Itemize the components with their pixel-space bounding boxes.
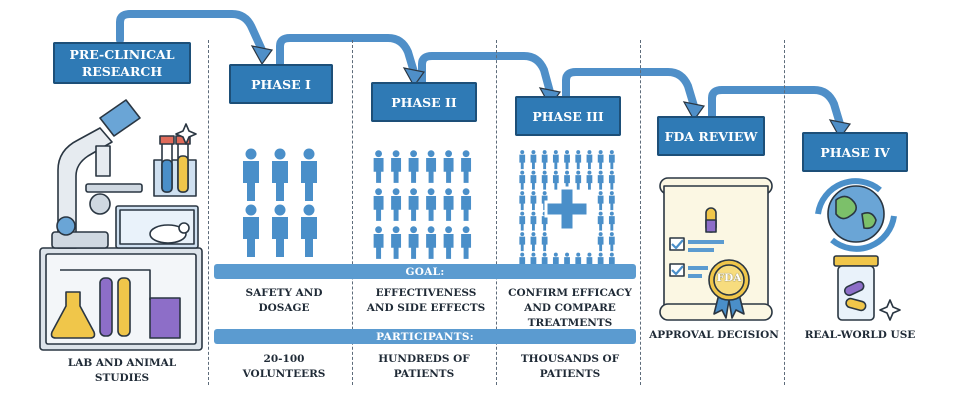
person-icon bbox=[597, 191, 604, 211]
divider-4 bbox=[640, 40, 641, 385]
phase3-goal: CONFIRM EFFICACY AND COMPARE TREATMENTS bbox=[508, 287, 632, 329]
fda-badge-text: FDA bbox=[716, 272, 742, 284]
stage-title-phase1: PHASE I bbox=[229, 64, 333, 104]
person-icon bbox=[541, 232, 548, 252]
person-icon bbox=[443, 226, 454, 259]
goal-band-label: GOAL: bbox=[405, 265, 445, 278]
stage-title-text: FDA REVIEW bbox=[664, 128, 758, 144]
person-icon bbox=[597, 150, 604, 170]
participants-band-label: PARTICIPANTS: bbox=[376, 330, 474, 343]
participants-band: PARTICIPANTS: bbox=[214, 329, 636, 344]
person-icon bbox=[519, 211, 526, 231]
person-icon bbox=[608, 170, 615, 190]
phase1-participants: 20-100 VOLUNTEERS bbox=[242, 353, 326, 380]
stage-title-fda: FDA REVIEW bbox=[657, 116, 765, 156]
person-icon bbox=[530, 150, 537, 170]
fda-label: APPROVAL DECISION bbox=[649, 329, 779, 341]
stage-title-phase3: PHASE III bbox=[515, 96, 621, 136]
stage-title-text: PRE-CLINICAL RESEARCH bbox=[69, 47, 175, 79]
person-icon bbox=[530, 232, 537, 252]
phase2-participants: HUNDREDS OF PATIENTS bbox=[378, 353, 470, 380]
person-icon bbox=[608, 150, 615, 170]
stage-title-text: PHASE II bbox=[391, 94, 457, 110]
stage-title-text: PHASE III bbox=[532, 108, 604, 124]
person-icon bbox=[391, 226, 402, 259]
person-icon bbox=[391, 150, 402, 183]
stage-title-text: PHASE IV bbox=[820, 144, 890, 160]
person-icon bbox=[373, 188, 384, 221]
phase1-goal: SAFETY AND DOSAGE bbox=[245, 287, 323, 314]
person-icon bbox=[519, 191, 526, 211]
preclinical-label: LAB AND ANIMAL STUDIES bbox=[67, 357, 177, 384]
person-icon bbox=[408, 188, 419, 221]
person-icon bbox=[530, 211, 537, 231]
person-icon bbox=[530, 170, 537, 190]
fda-document-illustration bbox=[659, 177, 773, 321]
arrow-fda-to-phase4 bbox=[708, 86, 844, 128]
phase4-label: REAL-WORLD USE bbox=[804, 329, 916, 341]
person-icon bbox=[373, 226, 384, 259]
person-icon bbox=[575, 150, 582, 170]
phase1-people-icons bbox=[243, 148, 317, 257]
divider-2 bbox=[352, 40, 353, 385]
stage-title-text: PHASE I bbox=[251, 76, 311, 92]
person-icon bbox=[552, 150, 559, 170]
stage-title-phase4: PHASE IV bbox=[802, 132, 908, 172]
person-icon bbox=[426, 188, 437, 221]
person-icon bbox=[373, 150, 384, 183]
arrow-phase1-to-phase2 bbox=[276, 34, 418, 76]
person-icon bbox=[519, 232, 526, 252]
person-icon bbox=[461, 150, 472, 183]
stage-title-phase2: PHASE II bbox=[371, 82, 477, 122]
person-icon bbox=[541, 170, 548, 190]
person-icon bbox=[597, 170, 604, 190]
globe-pills-illustration bbox=[815, 178, 901, 321]
person-icon bbox=[608, 211, 615, 231]
divider-3 bbox=[496, 40, 497, 385]
person-icon bbox=[564, 170, 570, 190]
person-icon bbox=[391, 188, 402, 221]
person-icon bbox=[461, 226, 472, 259]
person-icon bbox=[530, 191, 537, 211]
person-icon bbox=[552, 170, 559, 190]
person-icon bbox=[408, 226, 419, 259]
person-icon bbox=[597, 232, 604, 252]
person-icon bbox=[575, 170, 582, 190]
person-icon bbox=[461, 188, 472, 221]
person-icon bbox=[443, 188, 454, 221]
phase2-goal: EFFECTIVENESS AND SIDE EFFECTS bbox=[366, 287, 486, 314]
person-icon bbox=[519, 150, 526, 170]
phase3-participants: THOUSANDS OF PATIENTS bbox=[520, 353, 620, 380]
plus-icon bbox=[544, 186, 590, 232]
person-icon bbox=[519, 170, 526, 190]
person-icon bbox=[541, 150, 548, 170]
goal-band: GOAL: bbox=[214, 264, 636, 279]
divider-5 bbox=[784, 40, 785, 385]
person-icon bbox=[586, 150, 593, 170]
phase2-people-icons bbox=[373, 150, 472, 259]
stage-title-preclinical: PRE-CLINICAL RESEARCH bbox=[53, 42, 191, 84]
person-icon bbox=[597, 211, 604, 231]
person-icon bbox=[443, 150, 454, 183]
arrow-phase2-to-phase3 bbox=[418, 52, 554, 96]
person-icon bbox=[564, 150, 570, 170]
divider-1 bbox=[208, 40, 209, 385]
person-icon bbox=[586, 170, 593, 190]
person-icon bbox=[608, 232, 615, 252]
lab-illustration bbox=[39, 99, 203, 351]
person-icon bbox=[408, 150, 419, 183]
person-icon bbox=[426, 226, 437, 259]
arrow-phase3-to-fda bbox=[562, 68, 698, 110]
arrow-preclinical-to-phase1 bbox=[116, 10, 266, 54]
person-icon bbox=[608, 191, 615, 211]
person-icon bbox=[426, 150, 437, 183]
phase3-people-icons bbox=[519, 150, 615, 272]
